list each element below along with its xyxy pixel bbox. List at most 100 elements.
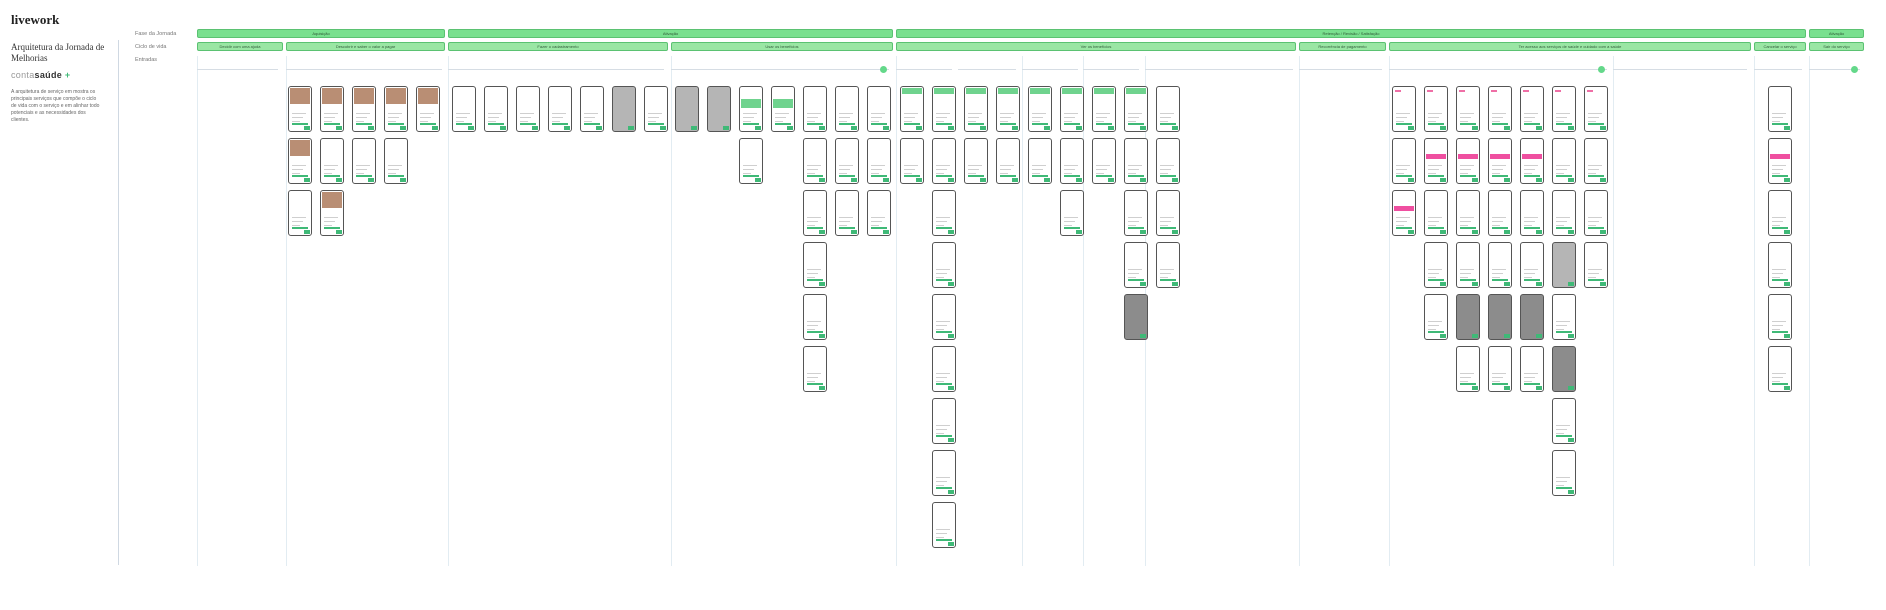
screen-thumbnail[interactable] xyxy=(932,190,956,236)
screen-thumbnail[interactable] xyxy=(932,502,956,548)
screen-thumbnail[interactable] xyxy=(1768,190,1792,236)
lifecycle-bar[interactable]: Recorrência de pagamento xyxy=(1299,42,1386,51)
screen-thumbnail[interactable] xyxy=(803,138,827,184)
screen-thumbnail[interactable] xyxy=(288,138,312,184)
screen-thumbnail[interactable] xyxy=(288,86,312,132)
screen-thumbnail[interactable] xyxy=(384,138,408,184)
screen-thumbnail[interactable] xyxy=(1520,138,1544,184)
screen-thumbnail[interactable] xyxy=(1424,190,1448,236)
screen-thumbnail[interactable] xyxy=(1028,86,1052,132)
screen-thumbnail[interactable] xyxy=(739,138,763,184)
screen-thumbnail[interactable] xyxy=(320,190,344,236)
lifecycle-bar[interactable]: Descobrir e saber o valor a pagar xyxy=(286,42,445,51)
screen-thumbnail[interactable] xyxy=(644,86,668,132)
screen-thumbnail[interactable] xyxy=(1768,242,1792,288)
screen-thumbnail[interactable] xyxy=(1520,242,1544,288)
screen-thumbnail[interactable] xyxy=(1456,138,1480,184)
screen-thumbnail[interactable] xyxy=(1520,190,1544,236)
screen-thumbnail[interactable] xyxy=(1124,190,1148,236)
screen-thumbnail[interactable] xyxy=(1552,398,1576,444)
screen-thumbnail[interactable] xyxy=(1124,86,1148,132)
screen-thumbnail[interactable] xyxy=(1488,242,1512,288)
lifecycle-bar[interactable]: Usar os benefícios xyxy=(671,42,893,51)
screen-thumbnail[interactable] xyxy=(1520,294,1544,340)
screen-thumbnail[interactable] xyxy=(1552,86,1576,132)
screen-thumbnail[interactable] xyxy=(1424,86,1448,132)
screen-thumbnail[interactable] xyxy=(1488,86,1512,132)
lifecycle-bar[interactable]: Ter acesso aos serviços de saúde e cuida… xyxy=(1389,42,1751,51)
screen-thumbnail[interactable] xyxy=(1552,346,1576,392)
screen-thumbnail[interactable] xyxy=(288,190,312,236)
screen-thumbnail[interactable] xyxy=(803,242,827,288)
screen-thumbnail[interactable] xyxy=(835,190,859,236)
screen-thumbnail[interactable] xyxy=(1488,346,1512,392)
screen-thumbnail[interactable] xyxy=(612,86,636,132)
phase-bar[interactable]: Aquisição xyxy=(197,29,445,38)
screen-thumbnail[interactable] xyxy=(996,138,1020,184)
screen-thumbnail[interactable] xyxy=(932,86,956,132)
lifecycle-bar[interactable]: Sair do serviço xyxy=(1809,42,1864,51)
screen-thumbnail[interactable] xyxy=(803,346,827,392)
screen-thumbnail[interactable] xyxy=(352,138,376,184)
screen-thumbnail[interactable] xyxy=(452,86,476,132)
screen-thumbnail[interactable] xyxy=(1060,138,1084,184)
screen-thumbnail[interactable] xyxy=(739,86,763,132)
screen-thumbnail[interactable] xyxy=(803,86,827,132)
screen-thumbnail[interactable] xyxy=(1456,190,1480,236)
screen-thumbnail[interactable] xyxy=(1488,138,1512,184)
screen-thumbnail[interactable] xyxy=(1392,138,1416,184)
screen-thumbnail[interactable] xyxy=(1768,86,1792,132)
screen-thumbnail[interactable] xyxy=(867,86,891,132)
screen-thumbnail[interactable] xyxy=(548,86,572,132)
screen-thumbnail[interactable] xyxy=(1488,190,1512,236)
screen-thumbnail[interactable] xyxy=(1156,242,1180,288)
screen-thumbnail[interactable] xyxy=(932,398,956,444)
screen-thumbnail[interactable] xyxy=(1456,294,1480,340)
screen-thumbnail[interactable] xyxy=(996,86,1020,132)
lifecycle-bar[interactable]: Cancelar o serviço xyxy=(1754,42,1806,51)
screen-thumbnail[interactable] xyxy=(932,346,956,392)
screen-thumbnail[interactable] xyxy=(1584,242,1608,288)
screen-thumbnail[interactable] xyxy=(1028,138,1052,184)
screen-thumbnail[interactable] xyxy=(900,138,924,184)
screen-thumbnail[interactable] xyxy=(320,138,344,184)
screen-thumbnail[interactable] xyxy=(1092,86,1116,132)
screen-thumbnail[interactable] xyxy=(1768,294,1792,340)
screen-thumbnail[interactable] xyxy=(932,450,956,496)
screen-thumbnail[interactable] xyxy=(320,86,344,132)
screen-thumbnail[interactable] xyxy=(1424,242,1448,288)
screen-thumbnail[interactable] xyxy=(1768,346,1792,392)
screen-thumbnail[interactable] xyxy=(932,294,956,340)
screen-thumbnail[interactable] xyxy=(707,86,731,132)
screen-thumbnail[interactable] xyxy=(1552,242,1576,288)
screen-thumbnail[interactable] xyxy=(803,294,827,340)
screen-thumbnail[interactable] xyxy=(1424,138,1448,184)
screen-thumbnail[interactable] xyxy=(516,86,540,132)
screen-thumbnail[interactable] xyxy=(932,138,956,184)
screen-thumbnail[interactable] xyxy=(835,138,859,184)
screen-thumbnail[interactable] xyxy=(803,190,827,236)
screen-thumbnail[interactable] xyxy=(835,86,859,132)
screen-thumbnail[interactable] xyxy=(1124,242,1148,288)
screen-thumbnail[interactable] xyxy=(1584,190,1608,236)
screen-thumbnail[interactable] xyxy=(900,86,924,132)
screen-thumbnail[interactable] xyxy=(1456,86,1480,132)
screen-thumbnail[interactable] xyxy=(1092,138,1116,184)
screen-thumbnail[interactable] xyxy=(1584,138,1608,184)
screen-thumbnail[interactable] xyxy=(1520,346,1544,392)
screen-thumbnail[interactable] xyxy=(1768,138,1792,184)
screen-thumbnail[interactable] xyxy=(1392,190,1416,236)
lifecycle-bar[interactable]: Decidir com uma ajuda xyxy=(197,42,283,51)
screen-thumbnail[interactable] xyxy=(1552,294,1576,340)
screen-thumbnail[interactable] xyxy=(1124,138,1148,184)
screen-thumbnail[interactable] xyxy=(1552,450,1576,496)
screen-thumbnail[interactable] xyxy=(1488,294,1512,340)
phase-bar[interactable]: Ativação xyxy=(1809,29,1864,38)
screen-thumbnail[interactable] xyxy=(1060,190,1084,236)
screen-thumbnail[interactable] xyxy=(1456,242,1480,288)
screen-thumbnail[interactable] xyxy=(1552,190,1576,236)
lifecycle-bar[interactable]: Fazer o cadastramento xyxy=(448,42,668,51)
screen-thumbnail[interactable] xyxy=(1424,294,1448,340)
screen-thumbnail[interactable] xyxy=(675,86,699,132)
screen-thumbnail[interactable] xyxy=(964,138,988,184)
